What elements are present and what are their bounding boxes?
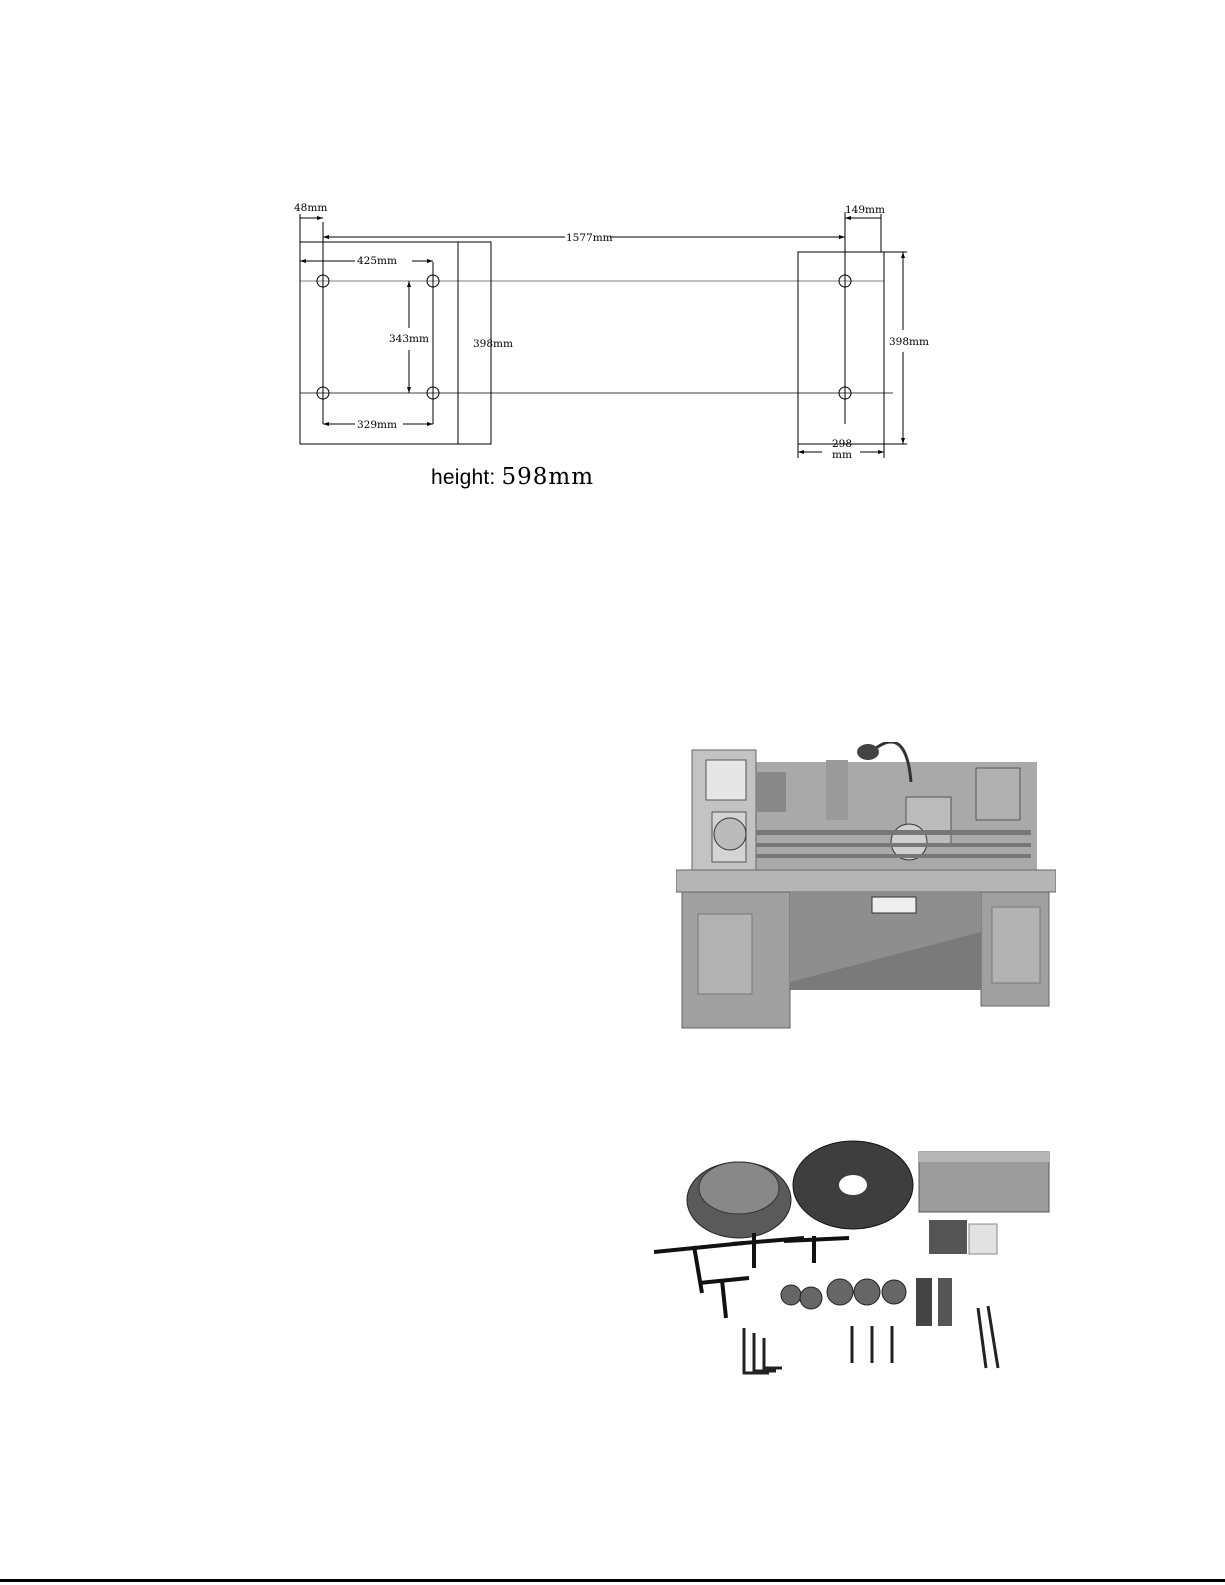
dim-left-depth: 398mm <box>473 338 513 350</box>
dim-left-offset: 48mm <box>294 202 327 214</box>
dim-right-width-line2: mm <box>832 449 852 461</box>
dim-right-offset: 149mm <box>845 204 885 216</box>
height-label: height: <box>431 466 495 489</box>
base-footprint-diagram: 48mm 1577mm 149mm 425mm 343mm 398mm 329m… <box>0 0 1225 470</box>
lathe-photo <box>676 742 1056 1042</box>
height-caption: height: 598mm <box>431 464 594 490</box>
height-value: 598mm <box>502 464 595 490</box>
dim-left-hole-top: 425mm <box>357 255 397 267</box>
bottom-rule <box>0 1579 1225 1582</box>
dim-total-span: 1577mm <box>566 232 613 244</box>
dim-left-hole-vertical: 343mm <box>389 333 429 345</box>
accessories-photo <box>654 1138 1074 1388</box>
dim-left-hole-bottom: 329mm <box>357 419 397 431</box>
dim-right-depth: 398mm <box>889 336 929 348</box>
